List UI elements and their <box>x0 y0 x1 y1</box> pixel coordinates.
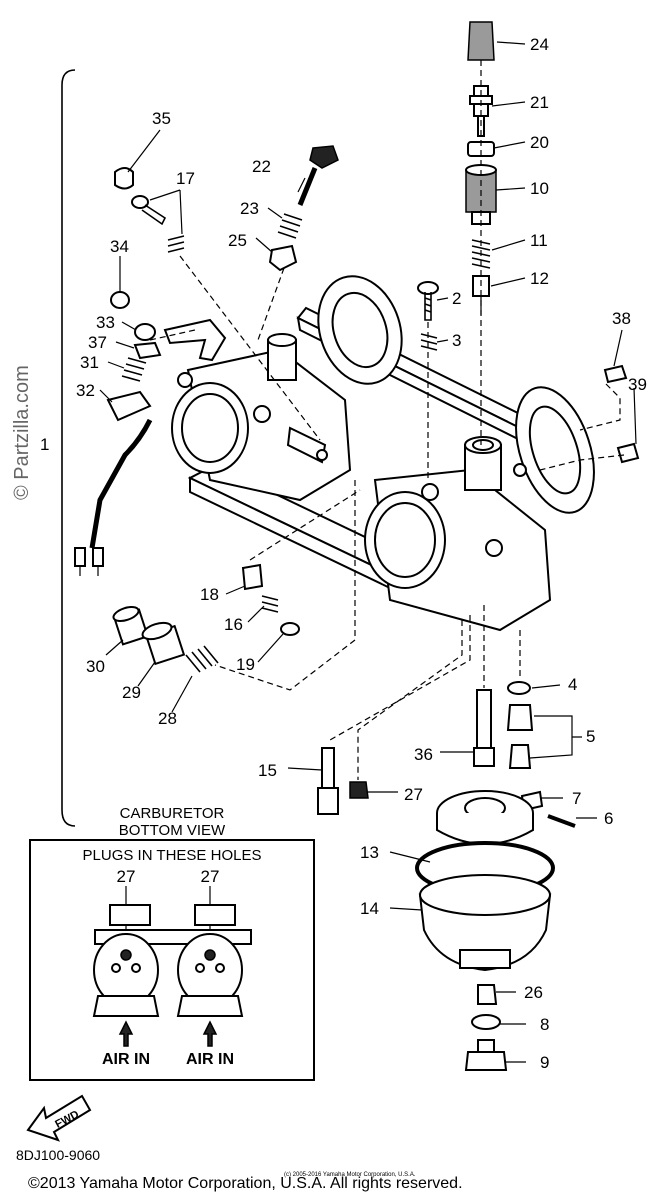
callout-8: 8 <box>540 1015 549 1034</box>
part-37-nut <box>133 341 162 360</box>
part-15-pilot-jet <box>317 747 339 815</box>
bottom-view-frame <box>29 839 315 1081</box>
part-28-spring <box>185 645 219 673</box>
part-3-spring <box>420 333 438 351</box>
part-6-pin <box>547 814 576 828</box>
sensor-wire-lead <box>74 418 153 576</box>
part-16-spring <box>261 595 279 613</box>
callout-9: 9 <box>540 1053 549 1072</box>
part-29-collar <box>141 621 186 666</box>
part-8-washer <box>471 1014 501 1030</box>
assembly-bracket <box>61 69 76 827</box>
callout-19: 19 <box>236 655 255 674</box>
callout-11: 11 <box>530 231 548 250</box>
float <box>436 790 534 845</box>
bottom-view-header: PLUGS IN THESE HOLES <box>83 847 262 864</box>
part-23-spring <box>277 213 303 239</box>
callout-36: 36 <box>414 745 433 764</box>
air-in-arrow-left-icon <box>118 1020 134 1047</box>
part-26-screw <box>477 984 498 1005</box>
part-32-sensor-bracket <box>106 390 152 422</box>
part-5-jets <box>506 704 534 769</box>
air-in-label-right: AIR IN <box>186 1051 234 1068</box>
callout-24: 24 <box>530 35 549 54</box>
watermark: © Partzilla.com <box>11 365 33 500</box>
part-38-screw <box>603 364 628 384</box>
part-4-washer <box>507 681 531 695</box>
part-10-mixing-chamber-top <box>465 164 497 225</box>
bottom-view-plug-right: 27 <box>201 867 220 886</box>
callout-31: 31 <box>80 353 99 372</box>
fwd-arrow-icon: FWD <box>26 1094 92 1142</box>
part-17-screw-and-spring <box>131 195 185 253</box>
callout-14: 14 <box>360 899 379 918</box>
callout-38: 38 <box>612 309 631 328</box>
callout-10: 10 <box>530 179 549 198</box>
part-31-spring <box>121 357 147 382</box>
part-34-washer <box>110 291 130 309</box>
callout-5: 5 <box>586 727 595 746</box>
callout-13: 13 <box>360 843 379 862</box>
callout-25: 25 <box>228 231 247 250</box>
bottom-view-title-1: CARBURETOR <box>120 805 225 822</box>
callout-labels: 24 21 20 10 11 12 2 3 22 23 25 35 17 34 … <box>40 35 647 1072</box>
callout-7: 7 <box>572 789 581 808</box>
carburetor-body <box>163 275 595 632</box>
callout-2: 2 <box>452 289 461 308</box>
part-30-collar <box>112 606 149 646</box>
callout-22: 22 <box>252 157 271 176</box>
part-22-adjuster-screw <box>297 145 339 206</box>
part-39-screw <box>616 442 640 464</box>
part-18-screw <box>241 563 264 591</box>
callout-29: 29 <box>122 683 141 702</box>
callout-26: 26 <box>524 983 543 1002</box>
callout-27: 27 <box>404 785 423 804</box>
part-2-screw <box>417 281 439 321</box>
part-33-ring <box>134 323 156 341</box>
part-27-plug <box>349 781 369 799</box>
callout-23: 23 <box>240 199 259 218</box>
part-25-plug <box>268 244 298 272</box>
callout-12: 12 <box>530 269 549 288</box>
callout-16: 16 <box>224 615 243 634</box>
callout-18: 18 <box>200 585 219 604</box>
callout-4: 4 <box>568 675 577 694</box>
part-35-cap <box>114 167 134 190</box>
part-24-cap <box>467 21 495 61</box>
callout-15: 15 <box>258 761 277 780</box>
callout-21: 21 <box>530 93 549 112</box>
part-14-float-chamber <box>418 874 552 972</box>
fine-print: (c) 2005-2016 Yamaha Motor Corporation, … <box>284 1172 416 1178</box>
callout-33: 33 <box>96 313 115 332</box>
callout-17: 17 <box>176 169 195 188</box>
bottom-view-title-2: BOTTOM VIEW <box>119 822 226 839</box>
part-19-clip <box>280 622 300 636</box>
part-9-drain-plug <box>464 1039 508 1071</box>
callout-35: 35 <box>152 109 171 128</box>
callout-39: 39 <box>628 375 647 394</box>
callout-30: 30 <box>86 657 105 676</box>
diagram-code: 8DJ100-9060 <box>16 1147 100 1163</box>
callout-3: 3 <box>452 331 461 350</box>
copyright-notice: ©2013 Yamaha Motor Corporation, U.S.A. A… <box>28 1175 463 1192</box>
dashed-assembly-lines <box>149 60 625 780</box>
air-in-arrow-right-icon <box>202 1020 218 1047</box>
callout-1: 1 <box>40 435 49 454</box>
callout-28: 28 <box>158 709 177 728</box>
leader-lines <box>99 41 637 1063</box>
callout-6: 6 <box>604 809 613 828</box>
callout-37: 37 <box>88 333 107 352</box>
bottom-view-plug-left: 27 <box>117 867 136 886</box>
callout-20: 20 <box>530 133 549 152</box>
callout-32: 32 <box>76 381 95 400</box>
part-36-needle-jet <box>473 689 495 767</box>
callout-34: 34 <box>110 237 129 256</box>
bottom-view-inset: CARBURETOR BOTTOM VIEW PLUGS IN THESE HO… <box>29 805 315 1081</box>
air-in-label-left: AIR IN <box>102 1051 150 1068</box>
